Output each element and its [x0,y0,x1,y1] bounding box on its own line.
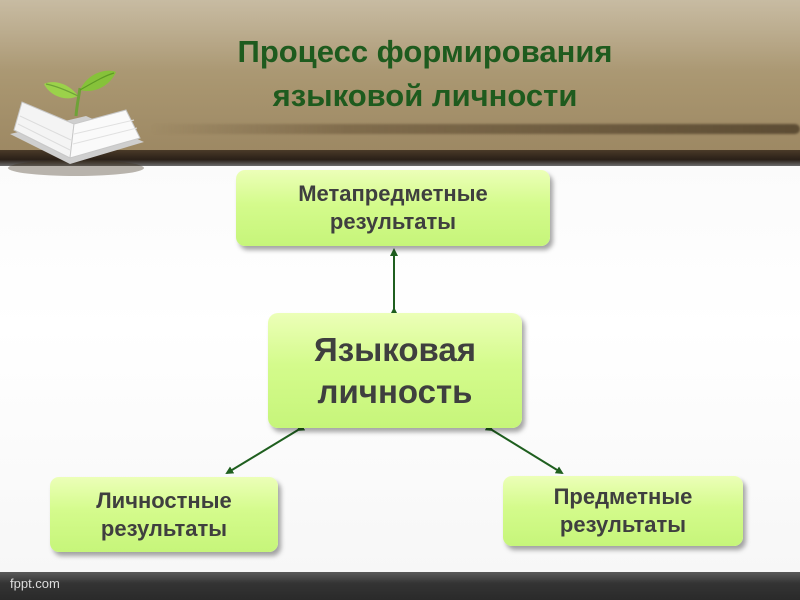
open-book-with-sprout-icon [8,70,144,176]
header-divider [150,124,800,134]
node-linguistic-personality: Языковая личность [268,313,522,428]
header-shine [0,0,800,70]
edge-center-left [225,423,306,475]
slide-title: Процесс формирования языковой личности [237,34,613,113]
footer-bar [0,572,800,600]
header-bottom-band [0,150,800,166]
node-subject-results: Предметные результаты [503,476,743,546]
node-personal-results: Личностные результаты [50,477,278,552]
footer-text: fppt.com [10,576,60,591]
edge-center-right [484,423,564,475]
node-metasubject-results: Метапредметные результаты [236,170,550,246]
